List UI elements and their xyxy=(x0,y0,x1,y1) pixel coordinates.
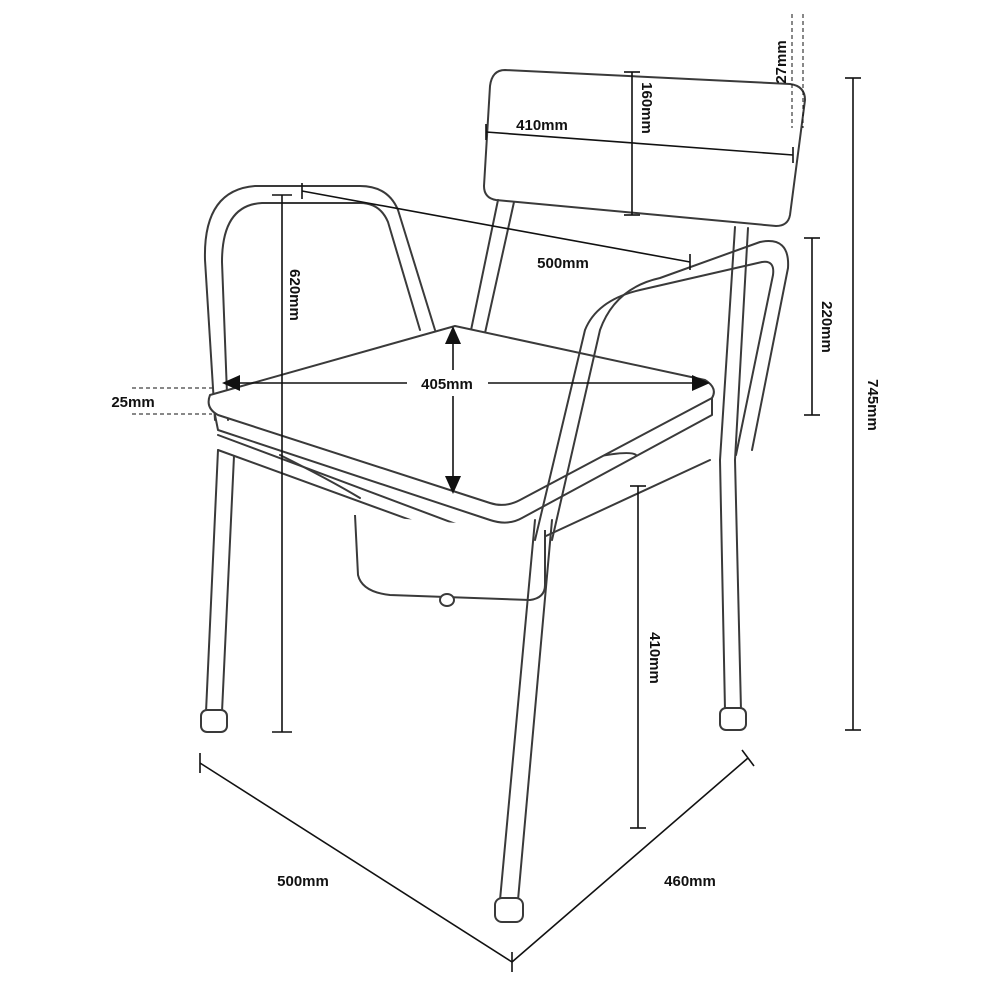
dim-620mm-label: 620mm xyxy=(286,269,303,321)
front-right-leg xyxy=(499,519,553,901)
chair-frame xyxy=(200,69,806,923)
left-armrest xyxy=(203,185,436,421)
dimension-lines: 27mm 160mm 410mm 500mm 620mm 220mm 745mm xyxy=(111,14,881,972)
dim-460-base-line xyxy=(511,757,749,963)
dim-410mm-back-label: 410mm xyxy=(516,117,568,134)
dim-405-depth-arrow-up xyxy=(445,326,461,344)
bucket-foot xyxy=(439,593,455,607)
back-post-left xyxy=(469,199,515,336)
foot-cap-rear-right xyxy=(719,707,747,731)
seat-top xyxy=(207,325,715,506)
dim-220mm-label: 220mm xyxy=(818,301,835,353)
dim-405-depth-arrow-down xyxy=(445,476,461,494)
dim-405-arrow-left xyxy=(222,375,240,391)
front-left-leg xyxy=(205,449,235,713)
seat-edge xyxy=(214,397,713,524)
dim-405-arrow-right xyxy=(692,375,710,391)
left-armrest-inner xyxy=(221,202,421,421)
dim-405mm-label: 405mm xyxy=(421,376,473,393)
right-armrest-inner xyxy=(534,260,775,541)
foot-cap-front-right xyxy=(494,897,524,923)
back-post-right xyxy=(719,226,749,461)
commode-bucket xyxy=(354,514,546,601)
dim-460mm-base-label: 460mm xyxy=(664,873,716,890)
dim-500-base-line xyxy=(199,762,513,963)
dim-500mm-base-label: 500mm xyxy=(277,873,329,890)
right-armrest xyxy=(551,240,790,541)
dim-410-back-line xyxy=(485,131,794,156)
dim-25mm-label: 25mm xyxy=(111,394,154,411)
rear-right-leg xyxy=(719,459,742,711)
dim-460-base-tick-right xyxy=(741,749,755,767)
dim-500mm-arm-label: 500mm xyxy=(537,255,589,272)
dim-27mm-label: 27mm xyxy=(773,40,790,83)
dim-160mm-label: 160mm xyxy=(638,82,655,134)
dim-410mm-height-label: 410mm xyxy=(646,632,663,684)
foot-cap-front-left xyxy=(200,709,228,733)
dim-745mm-label: 745mm xyxy=(864,379,881,431)
dim-500-arm-line xyxy=(301,190,691,263)
